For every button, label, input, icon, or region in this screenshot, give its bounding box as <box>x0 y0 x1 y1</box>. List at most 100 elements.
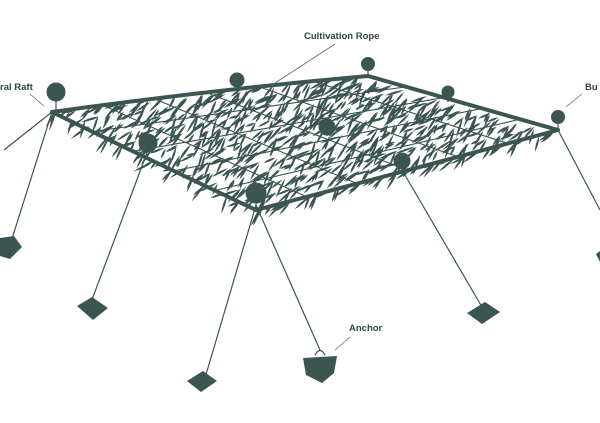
seaweed-frond <box>326 146 335 153</box>
seaweed-frond <box>364 168 370 181</box>
seaweed-frond <box>355 138 371 151</box>
seaweed-frond <box>304 105 313 112</box>
seaweed-frond <box>406 147 417 153</box>
seaweed-frond <box>183 131 195 140</box>
seaweed-frond <box>197 173 211 182</box>
seaweed-frond <box>134 129 154 139</box>
mooring-lines <box>3 111 600 379</box>
seaweed-frond <box>133 110 144 115</box>
seaweed-frond <box>288 173 305 186</box>
seaweed-frond <box>299 174 309 183</box>
seaweed-frond <box>165 144 178 153</box>
seaweed-frond <box>378 150 398 160</box>
seaweed-frond <box>288 135 298 149</box>
seaweed-frond <box>232 98 242 112</box>
seaweed-frond <box>229 201 239 215</box>
net-line <box>133 97 445 152</box>
seaweed-frond <box>336 144 347 161</box>
seaweed-frond <box>49 111 56 131</box>
seaweed-frond <box>283 164 294 170</box>
seaweed-frond <box>283 176 298 188</box>
seaweed-frond <box>235 92 240 106</box>
seaweed-frond <box>191 184 205 202</box>
buoy-icon <box>138 133 158 153</box>
seaweed-frond <box>267 127 282 142</box>
seaweed-frond <box>335 101 344 111</box>
seaweed-frond <box>117 103 126 115</box>
anchor-block-icon <box>0 236 22 259</box>
seaweed-frond <box>318 145 334 160</box>
seaweed-frond <box>321 84 340 97</box>
seaweed-frond <box>305 148 322 164</box>
seaweed-frond <box>350 162 357 173</box>
buoy-icon <box>46 82 66 102</box>
net-line <box>157 99 357 184</box>
net-line <box>92 86 407 133</box>
seaweed-frond <box>152 117 162 122</box>
buoy-label: Bu <box>585 82 598 93</box>
seaweed-frond <box>361 158 376 171</box>
seaweed-frond <box>438 105 455 112</box>
seaweed-frond <box>340 100 347 110</box>
seaweed-frond <box>276 136 288 142</box>
buoy-icon <box>393 152 411 170</box>
seaweed-frond <box>402 98 408 108</box>
seaweed-frond <box>204 151 216 160</box>
seaweed-frond <box>219 98 228 107</box>
seaweed-frond <box>344 171 360 183</box>
seaweed-frond <box>336 173 349 180</box>
seaweed-frond <box>269 169 281 179</box>
seaweed-frond <box>501 125 509 134</box>
seaweed-frond <box>423 161 436 178</box>
seaweed-frond <box>205 110 213 123</box>
seaweed-frond <box>413 125 426 131</box>
seaweed-frond <box>198 94 202 105</box>
seaweed-frond <box>176 157 181 167</box>
seaweed-frond <box>294 184 313 193</box>
raft-frame <box>50 74 560 212</box>
seaweed-frond <box>131 120 141 129</box>
seaweed-frond <box>408 102 428 109</box>
seaweed-frond <box>314 171 319 181</box>
cultivation-net-grid <box>92 81 521 198</box>
seaweed-frond <box>211 102 215 115</box>
seaweed-frond <box>391 124 395 136</box>
buoy-icon <box>229 72 245 88</box>
seaweed-frond <box>221 194 228 214</box>
seaweed-frond <box>369 165 385 174</box>
peripheral-raft-label: ral Raft <box>0 82 34 93</box>
seaweed-frond <box>170 123 186 129</box>
seaweed-frond <box>213 127 221 143</box>
anchor-block-icon <box>187 371 217 392</box>
cultivation-rope-label: Cultivation Rope <box>304 31 379 42</box>
seaweed-frond <box>201 138 213 148</box>
seaweed-frond <box>196 100 213 108</box>
seaweed-frond <box>186 152 197 157</box>
seaweed-frond <box>206 128 220 143</box>
net-line <box>209 93 408 171</box>
seaweed-frond <box>230 89 241 97</box>
seaweed-frond <box>168 133 183 139</box>
seaweed-frond <box>308 181 325 187</box>
seaweed-frond <box>315 96 322 117</box>
seaweed-frond <box>302 112 314 122</box>
seaweed-frond <box>389 150 396 167</box>
seaweed-frond <box>168 126 178 144</box>
seaweed-frond <box>158 137 168 148</box>
seaweed-frond <box>94 106 103 116</box>
seaweed-frond <box>523 126 535 140</box>
seaweed-frond <box>234 165 248 174</box>
seaweed-frond <box>487 127 497 132</box>
seaweed-frond <box>92 115 99 133</box>
seaweed-frond <box>496 126 506 134</box>
seaweed-frond <box>415 133 431 143</box>
seaweed-frond <box>279 201 290 215</box>
seaweed-frond <box>234 186 247 202</box>
seaweed-frond <box>238 188 248 199</box>
seaweed-frond <box>344 140 359 154</box>
seaweed-frond <box>270 179 283 189</box>
net-line <box>215 118 521 191</box>
seaweed-frond <box>250 163 260 181</box>
seaweed-frond <box>144 108 158 123</box>
